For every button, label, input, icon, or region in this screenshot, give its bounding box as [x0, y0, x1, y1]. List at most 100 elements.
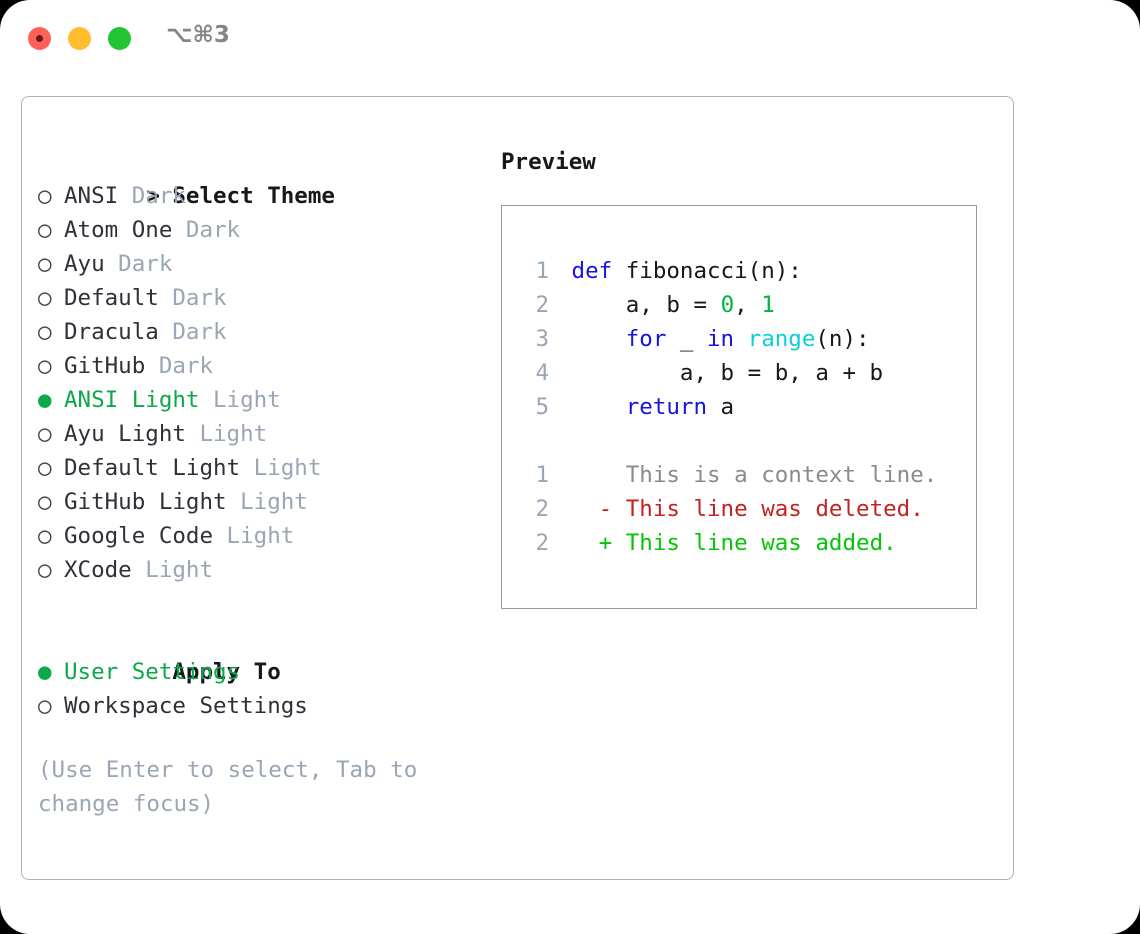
radio-unselected-icon: ○ — [38, 693, 66, 719]
theme-variant-badge: Light — [213, 523, 295, 549]
preview-heading: Preview — [501, 149, 596, 175]
theme-list-item[interactable]: ○ Dracula Dark — [38, 315, 488, 349]
theme-list-item[interactable]: ○ ANSI Dark — [38, 179, 488, 213]
select-theme-heading: > Select Theme — [38, 145, 488, 209]
code-token-plain — [572, 326, 626, 352]
gutter-gap — [549, 492, 563, 526]
code-token-plain: a, b = b, a + b — [571, 360, 884, 386]
select-theme-heading-label: Select Theme — [172, 183, 335, 209]
theme-list-item[interactable]: ○ Default Dark — [38, 281, 488, 315]
theme-list-item[interactable]: ○ Default Light Light — [38, 451, 488, 485]
line-number: 3 — [535, 326, 549, 352]
theme-list-item[interactable]: ○ GitHub Dark — [38, 349, 488, 383]
code-blank-line — [523, 424, 937, 458]
line-number: 2 — [535, 530, 549, 556]
code-line: 4 a, b = b, a + b — [523, 356, 937, 390]
gutter-gap — [549, 356, 563, 390]
radio-unselected-icon: ○ — [38, 557, 66, 583]
apply-to-item[interactable]: ○ Workspace Settings — [38, 689, 488, 723]
code-token-kw: for — [625, 326, 667, 352]
theme-list-item[interactable]: ○ Atom One Dark — [38, 213, 488, 247]
theme-name: Default — [64, 285, 159, 311]
theme-variant-badge: Dark — [104, 251, 173, 277]
radio-unselected-icon: ○ — [38, 455, 66, 481]
theme-name: ANSI — [64, 183, 119, 209]
code-token-plain: (n): — [815, 326, 870, 352]
apply-to-item[interactable]: ● User Settings — [38, 655, 488, 689]
theme-variant-badge: Light — [185, 421, 268, 447]
prompt-caret-icon: > — [146, 183, 174, 209]
theme-name: Default Light — [64, 455, 241, 481]
code-token-plain: fibonacci(n): — [625, 258, 802, 284]
line-number: 2 — [535, 496, 549, 522]
gutter-gap — [549, 254, 563, 288]
theme-list-item[interactable]: ○ GitHub Light Light — [38, 485, 488, 519]
gutter-gap — [549, 288, 563, 322]
apply-to-label: Workspace Settings — [64, 693, 308, 719]
code-line: 5 return a — [523, 390, 937, 424]
diff-marker: + — [571, 530, 626, 556]
theme-list-item[interactable]: ○ Ayu Light Light — [38, 417, 488, 451]
gutter-gap — [549, 526, 563, 560]
apply-to-heading-label: Apply To — [172, 659, 281, 685]
theme-name: ANSI Light — [64, 387, 200, 413]
theme-name: Google Code — [64, 523, 214, 549]
theme-variant-badge: Light — [199, 387, 281, 413]
code-token-plain: _ — [666, 326, 708, 352]
diff-marker: - — [571, 496, 626, 522]
radio-unselected-icon: ○ — [38, 183, 66, 209]
radio-unselected-icon: ○ — [38, 353, 66, 379]
apply-to-label: User Settings — [64, 659, 241, 685]
theme-variant-badge: Light — [131, 557, 214, 583]
title-bar: ⌥⌘3 — [0, 0, 1140, 78]
radio-unselected-icon: ○ — [38, 421, 66, 447]
code-token-fn: range — [747, 326, 816, 352]
code-line: 1 def fibonacci(n): — [523, 254, 937, 288]
theme-variant-badge: Dark — [158, 285, 227, 311]
theme-list-item[interactable]: ● ANSI Light Light — [38, 383, 488, 417]
theme-name: Ayu Light — [64, 421, 186, 447]
diff-marker — [572, 462, 626, 488]
code-token-plain: a — [707, 394, 735, 420]
diff-line-ctx: 1 This is a context line. — [523, 458, 937, 492]
code-token-num: 1 — [761, 292, 775, 318]
close-button[interactable] — [28, 27, 51, 50]
radio-unselected-icon: ○ — [38, 319, 66, 345]
theme-variant-badge: Light — [240, 455, 322, 481]
theme-name: GitHub Light — [64, 489, 227, 515]
line-number: 4 — [535, 360, 549, 386]
theme-variant-badge: Dark — [145, 353, 214, 379]
line-number: 2 — [535, 292, 549, 318]
code-token-num: 0 — [720, 292, 735, 318]
radio-selected-icon: ● — [38, 659, 66, 685]
theme-name: Atom One — [64, 217, 173, 243]
preview-column: Preview 1 def fibonacci(n):2 a, b = 0, 1… — [501, 145, 991, 609]
theme-variant-badge: Dark — [118, 183, 186, 209]
diff-line-del: 2 - This line was deleted. — [523, 492, 937, 526]
theme-selector-column: > Select Theme ○ ANSI Dark○ Atom One Dar… — [38, 145, 488, 821]
theme-list-item[interactable]: ○ Ayu Dark — [38, 247, 488, 281]
section-spacer — [38, 587, 488, 621]
diff-text: This line was deleted. — [625, 496, 924, 522]
code-token-plain — [734, 326, 748, 352]
keyboard-hint-text: (Use Enter to select, Tab to change focu… — [38, 757, 431, 817]
theme-name: XCode — [64, 557, 132, 583]
theme-list-item[interactable]: ○ XCode Light — [38, 553, 488, 587]
theme-name: Dracula — [64, 319, 159, 345]
code-token-kw: def — [571, 258, 626, 284]
theme-variant-badge: Light — [226, 489, 308, 515]
apply-to-list: ● User Settings○ Workspace Settings — [38, 655, 488, 723]
diff-line-add: 2 + This line was added. — [523, 526, 937, 560]
gutter-gap — [549, 390, 563, 424]
code-token-plain: a, b = — [571, 292, 721, 318]
theme-list-item[interactable]: ○ Google Code Light — [38, 519, 488, 553]
minimize-button[interactable] — [68, 27, 91, 50]
window-shortcut-label: ⌥⌘3 — [166, 22, 230, 48]
radio-unselected-icon: ○ — [38, 285, 66, 311]
code-line: 3 for _ in range(n): — [523, 322, 937, 356]
code-token-kw: in — [707, 326, 735, 352]
diff-text: This is a context line. — [625, 462, 938, 488]
maximize-button[interactable] — [108, 27, 131, 50]
